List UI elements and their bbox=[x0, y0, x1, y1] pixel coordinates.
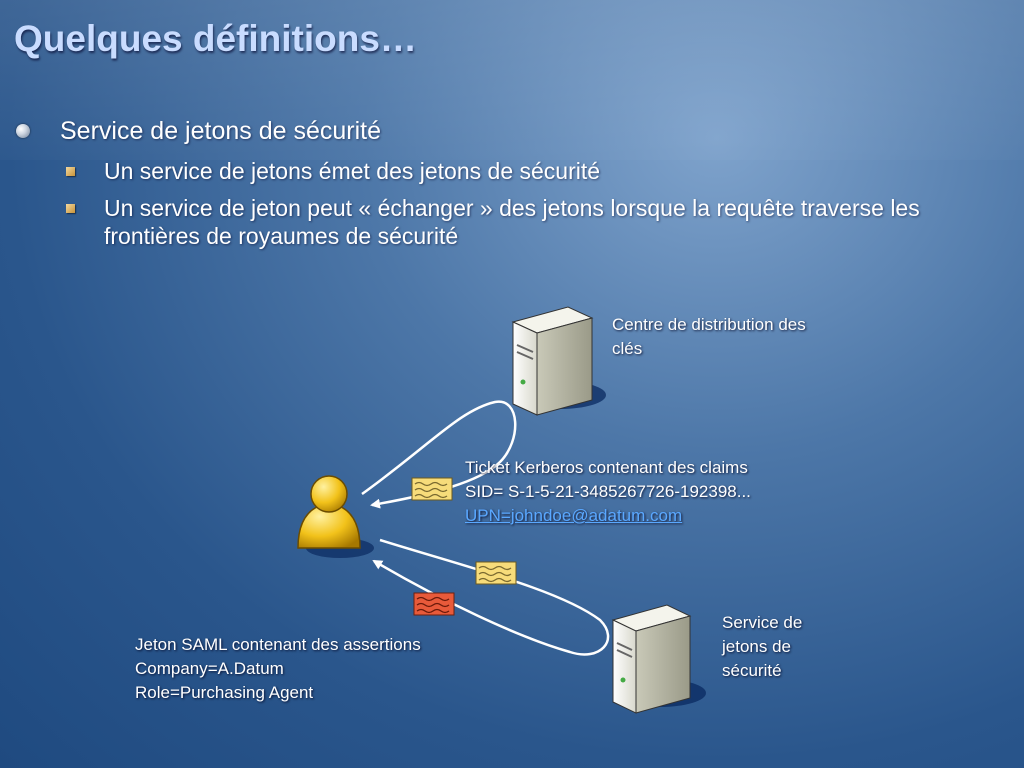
saml-token-icon bbox=[413, 592, 455, 616]
saml-line1: Jeton SAML contenant des assertions bbox=[135, 635, 421, 654]
bullet-level1: Service de jetons de sécurité bbox=[60, 117, 382, 145]
sts-server-icon bbox=[611, 604, 706, 714]
upn-link[interactable]: UPN=johndoe@adatum.com bbox=[465, 506, 683, 525]
sts-label: Service de jetons de sécurité bbox=[722, 613, 803, 680]
kerberos-ticket-text: Ticket Kerberos contenant des claims SID… bbox=[465, 456, 825, 528]
bullet-square-icon bbox=[66, 204, 75, 213]
slide-title: Quelques définitions… bbox=[14, 18, 417, 59]
user-icon bbox=[297, 475, 374, 558]
kerberos-line1: Ticket Kerberos contenant des claims bbox=[465, 458, 748, 477]
bullet-square-icon bbox=[66, 167, 75, 176]
kerberos-ticket-icon bbox=[411, 477, 453, 501]
kdc-label: Centre de distribution des clés bbox=[612, 315, 806, 358]
saml-line3: Role=Purchasing Agent bbox=[135, 683, 314, 702]
header-band bbox=[0, 0, 1024, 160]
kerberos-ticket-icon bbox=[475, 561, 517, 585]
saml-line2: Company=A.Datum bbox=[135, 659, 284, 678]
saml-token-text: Jeton SAML contenant des assertions Comp… bbox=[135, 633, 495, 705]
bullet-level2-1: Un service de jetons émet des jetons de … bbox=[104, 158, 601, 184]
bullet-icon bbox=[16, 124, 30, 138]
kdc-server-icon bbox=[511, 306, 606, 416]
kerberos-line2: SID= S-1-5-21-3485267726-192398... bbox=[465, 482, 751, 501]
bullet-level2-2: Un service de jeton peut « échanger » de… bbox=[104, 195, 920, 249]
